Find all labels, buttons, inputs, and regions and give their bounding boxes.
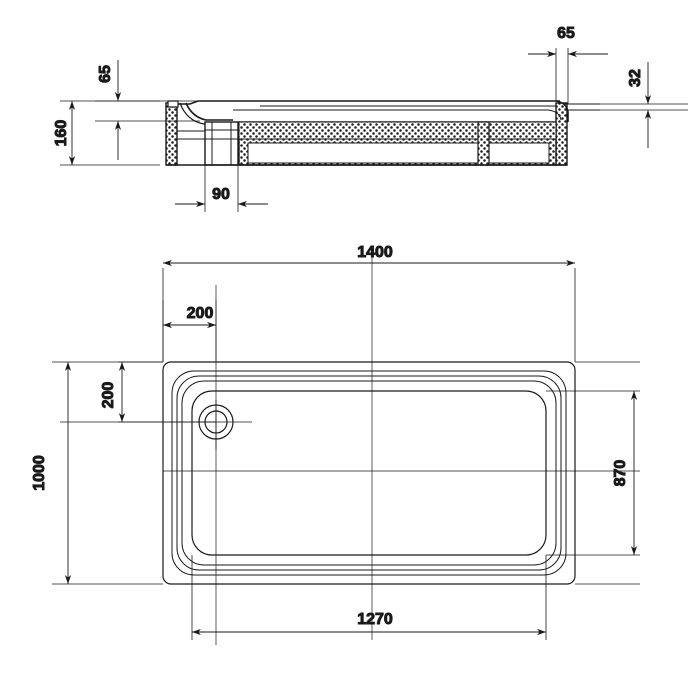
section-drain-body bbox=[204, 121, 239, 166]
dim-65-left-label: 65 bbox=[97, 65, 114, 83]
section-left-upstand bbox=[167, 100, 179, 108]
dim-32: 32 bbox=[580, 62, 688, 148]
plan-rim-line-2 bbox=[176, 375, 562, 571]
cross-section-view: 160 65 90 bbox=[53, 25, 688, 212]
section-top-surface bbox=[177, 100, 560, 105]
dim-1270: 1270 bbox=[191, 555, 547, 640]
section-internal-rib bbox=[477, 121, 490, 166]
dim-32-label: 32 bbox=[627, 69, 644, 87]
dim-1270-label: 1270 bbox=[357, 611, 393, 628]
section-right-wall bbox=[555, 102, 568, 166]
dim-1400: 1400 bbox=[162, 244, 576, 362]
section-body-outline bbox=[165, 100, 600, 166]
section-deck-layer bbox=[238, 121, 557, 140]
dim-65-right: 65 bbox=[528, 25, 608, 104]
dim-870: 870 bbox=[546, 390, 640, 556]
dim-870-label: 870 bbox=[612, 460, 629, 487]
dim-1000-label: 1000 bbox=[31, 455, 48, 491]
dim-200-x: 200 bbox=[162, 300, 217, 362]
dim-90: 90 bbox=[175, 150, 268, 212]
section-drain-dish-curve-inner bbox=[179, 102, 236, 125]
section-left-wall bbox=[165, 102, 178, 166]
dim-1000: 1000 bbox=[31, 361, 163, 585]
dim-160-label: 160 bbox=[53, 120, 70, 147]
section-cavity-right bbox=[488, 142, 550, 164]
section-right-rim-inner bbox=[547, 109, 562, 121]
section-right-rim bbox=[555, 100, 569, 122]
plan-view: 1400 200 200 bbox=[31, 244, 640, 645]
plan-rim-line-1 bbox=[171, 370, 567, 576]
plan-outer-footprint bbox=[162, 361, 576, 585]
dim-65-left: 65 bbox=[95, 60, 200, 160]
plan-rim-line-3 bbox=[181, 380, 557, 566]
dim-160: 160 bbox=[53, 100, 160, 166]
dim-65-right-label: 65 bbox=[557, 25, 575, 42]
dim-200-y-label: 200 bbox=[100, 382, 117, 409]
plan-inner-basin bbox=[191, 390, 547, 556]
section-drain-outlet bbox=[204, 121, 239, 166]
dim-1400-label: 1400 bbox=[357, 244, 393, 261]
dim-200-x-label: 200 bbox=[187, 305, 214, 322]
dim-90-label: 90 bbox=[212, 186, 230, 203]
section-drain-dish-curve bbox=[185, 102, 233, 121]
section-cavity-left bbox=[247, 142, 479, 164]
